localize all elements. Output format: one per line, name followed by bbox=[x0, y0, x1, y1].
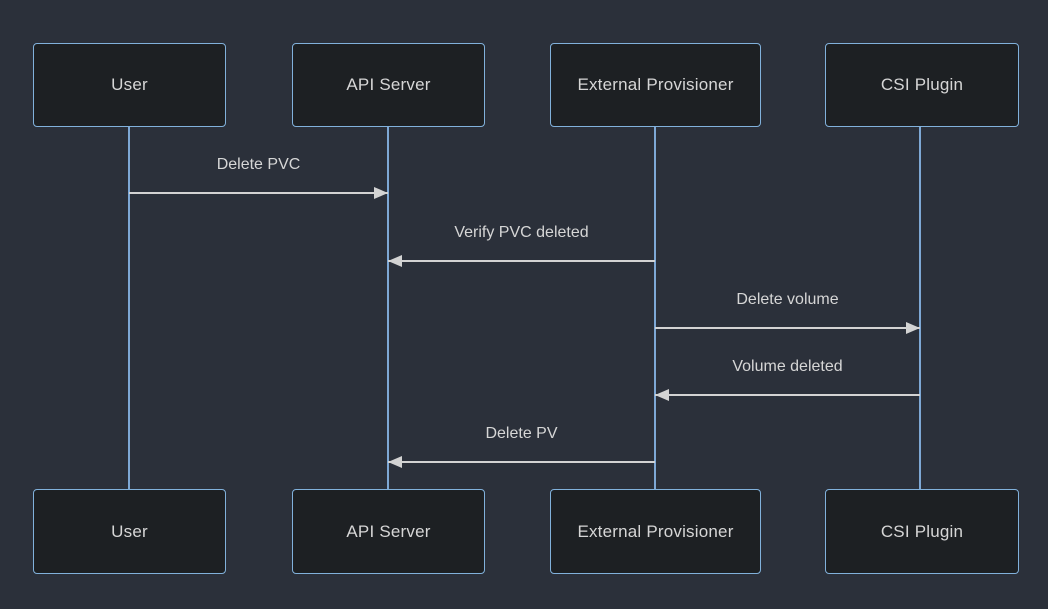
message-label-delete-volume: Delete volume bbox=[736, 291, 839, 308]
actor-top-external-provisioner: External Provisioner bbox=[550, 43, 761, 127]
message-line-delete-pv bbox=[388, 461, 655, 463]
actor-label-api-server: API Server bbox=[346, 521, 431, 541]
actor-label-api-server: API Server bbox=[346, 75, 431, 94]
lifeline-user bbox=[128, 127, 130, 489]
lifeline-csi-plugin bbox=[919, 127, 921, 489]
actor-top-api-server: API Server bbox=[292, 43, 485, 127]
arrowhead-left-icon bbox=[388, 456, 402, 468]
actor-label-csi-plugin: CSI Plugin bbox=[880, 521, 964, 541]
actor-label-csi-plugin: CSI Plugin bbox=[880, 75, 964, 94]
actor-bottom-api-server: API Server bbox=[292, 489, 485, 574]
arrowhead-right-icon bbox=[374, 187, 388, 199]
arrowhead-right-icon bbox=[906, 322, 920, 334]
message-line-volume-deleted bbox=[655, 394, 920, 396]
message-label-verify-pvc-deleted: Verify PVC deleted bbox=[454, 224, 589, 241]
actor-bottom-user: User bbox=[33, 489, 226, 574]
message-label-delete-pvc: Delete PVC bbox=[216, 156, 301, 173]
lifeline-api-server bbox=[387, 127, 389, 489]
actor-top-csi-plugin: CSI Plugin bbox=[825, 43, 1019, 127]
lifeline-external-provisioner bbox=[654, 127, 656, 489]
message-line-verify-pvc-deleted bbox=[388, 260, 655, 262]
message-line-delete-volume bbox=[655, 327, 920, 329]
actor-label-user: User bbox=[111, 75, 148, 94]
actor-label-external-provisioner: External Provisioner bbox=[577, 75, 734, 94]
arrowhead-left-icon bbox=[655, 389, 669, 401]
actor-bottom-external-provisioner: External Provisioner bbox=[550, 489, 761, 574]
message-label-delete-pv: Delete PV bbox=[485, 425, 558, 442]
actor-bottom-csi-plugin: CSI Plugin bbox=[825, 489, 1019, 574]
message-line-delete-pvc bbox=[129, 192, 388, 194]
actor-label-user: User bbox=[111, 521, 148, 541]
actor-label-external-provisioner: External Provisioner bbox=[577, 521, 734, 541]
arrowhead-left-icon bbox=[388, 255, 402, 267]
message-label-volume-deleted: Volume deleted bbox=[732, 358, 843, 375]
actor-top-user: User bbox=[33, 43, 226, 127]
